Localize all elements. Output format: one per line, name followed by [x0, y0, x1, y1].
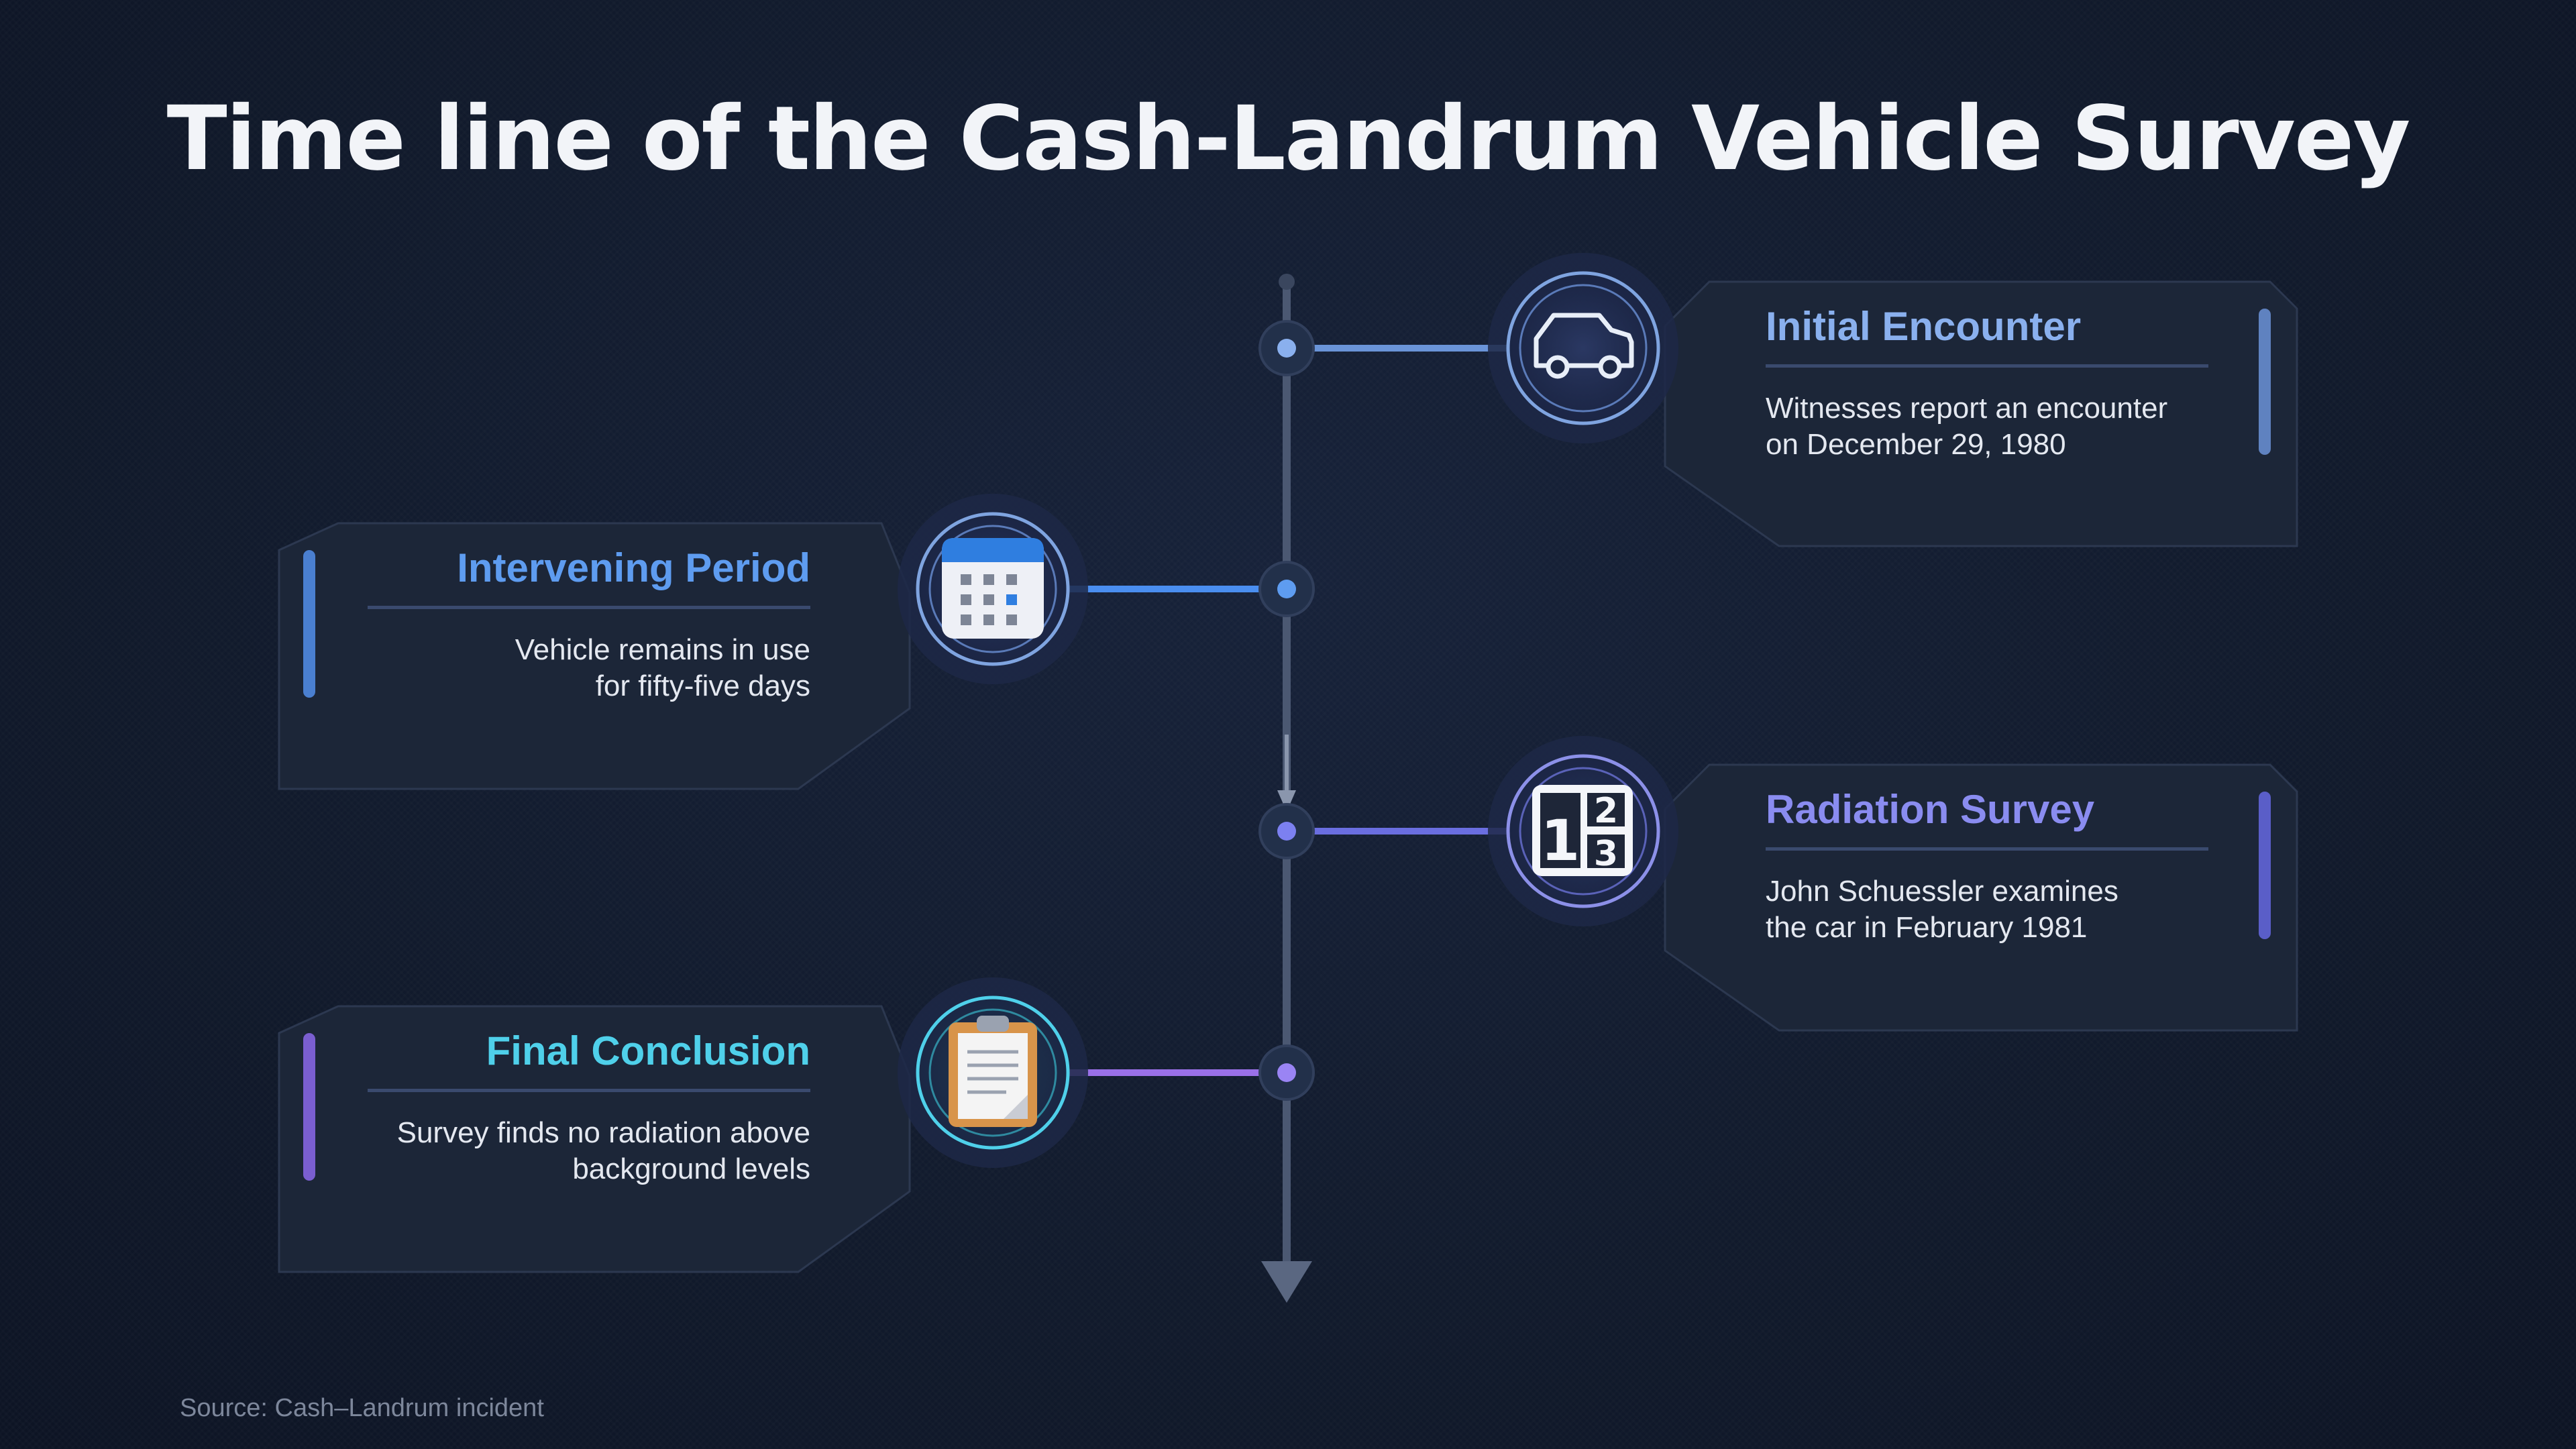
event-title-3: Radiation Survey	[1766, 787, 2095, 832]
axis-arrow-mid	[1277, 790, 1296, 812]
event-text-2: Intervening Period Vehicle remains in us…	[368, 545, 810, 704]
svg-text:1: 1	[1541, 808, 1580, 873]
event-body-4: Survey finds no radiation above backgrou…	[396, 1116, 810, 1185]
event-rule-4	[368, 1089, 810, 1092]
event-text-4: Final Conclusion Survey finds no radiati…	[368, 1028, 810, 1187]
calendar-icon	[898, 494, 1088, 684]
svg-text:2: 2	[1594, 791, 1618, 831]
event-text-1: Initial Encounter Witnesses report an en…	[1766, 303, 2208, 463]
event-body-1: Witnesses report an encounter on Decembe…	[1766, 392, 2168, 461]
svg-text:3: 3	[1594, 834, 1618, 874]
connector-4	[1067, 1044, 1315, 1101]
event-title-4: Final Conclusion	[486, 1028, 810, 1073]
event-title-1: Initial Encounter	[1766, 304, 2082, 349]
page-title: Time line of the Cash-Landrum Vehicle Su…	[166, 87, 2411, 191]
event-card-initial-encounter	[1664, 280, 2298, 547]
event-card-final-conclusion	[278, 1005, 911, 1273]
event-rule-1	[1766, 364, 2208, 368]
car-icon	[1488, 253, 1678, 443]
event-rule-2	[368, 606, 810, 609]
event-title-2: Intervening Period	[457, 545, 810, 590]
source-note: Source: Cash–Landrum incident	[180, 1394, 544, 1422]
event-card-intervening-period	[278, 522, 911, 790]
connector-3	[1258, 803, 1509, 859]
timeline-axis	[1261, 274, 1312, 1303]
numbers-icon: 1 2 3	[1488, 736, 1678, 926]
event-text-3: Radiation Survey John Schuessler examine…	[1766, 786, 2208, 946]
connector-1	[1258, 320, 1509, 376]
event-body-2: Vehicle remains in use for fifty-five da…	[515, 633, 810, 702]
event-body-3: John Schuessler examines the car in Febr…	[1766, 875, 2118, 944]
event-rule-3	[1766, 847, 2208, 851]
axis-arrow-end	[1261, 1261, 1312, 1303]
clipboard-icon	[898, 977, 1088, 1168]
connector-2	[1067, 561, 1315, 617]
